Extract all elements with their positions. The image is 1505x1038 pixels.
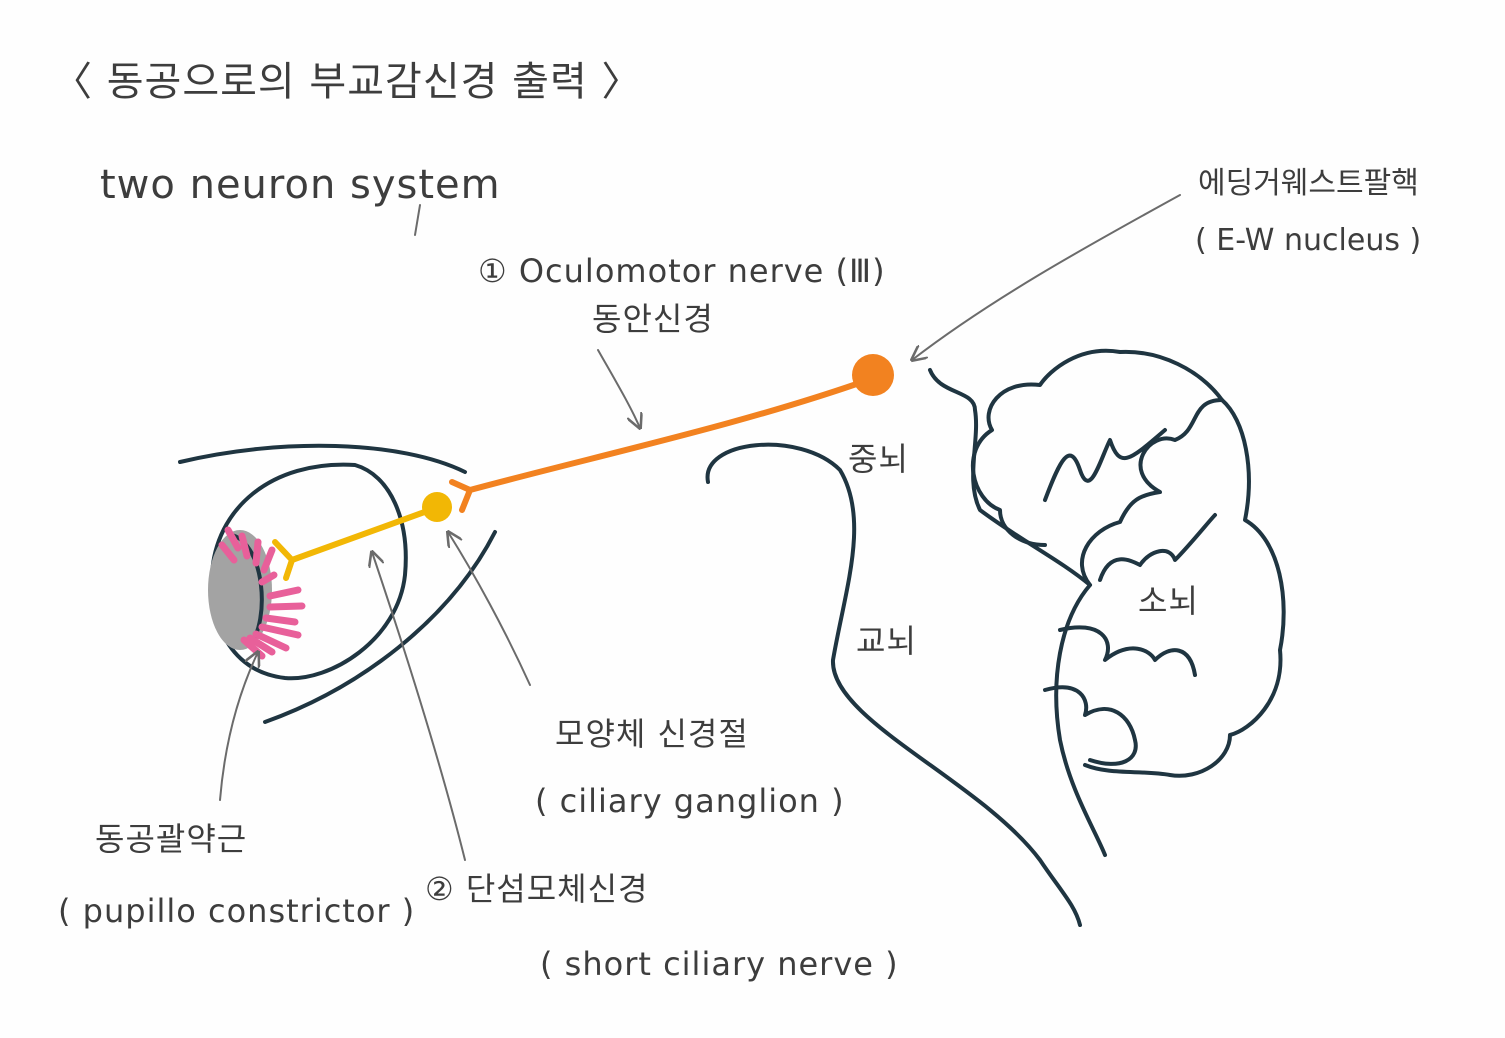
cerebellum-outline <box>971 348 1224 587</box>
ew-nucleus-label-en: ( E-W nucleus ) <box>1195 223 1421 258</box>
sphincter-fibers <box>218 526 306 660</box>
short-ciliary-label-ko: ② 단섬모체신경 <box>425 870 649 908</box>
oculomotor-label-ko: 동안신경 <box>592 300 714 338</box>
short-ciliary-terminal <box>272 539 295 581</box>
short-ciliary-label-en: ( short ciliary nerve ) <box>540 945 899 983</box>
ciliary-ganglion-cell <box>422 492 452 522</box>
pupillo-constrictor-label-ko: 동공괄약근 <box>95 820 247 858</box>
ciliary-ganglion-arrow <box>448 532 531 686</box>
lower-orbit-line <box>263 530 497 724</box>
ciliary-ganglion-label-ko: 모양체 신경절 <box>555 715 749 753</box>
brainstem-anterior <box>705 442 1082 927</box>
pupillo-constrictor-arrow <box>219 652 258 801</box>
eyeball <box>209 462 408 681</box>
oculomotor-nerve-line <box>467 377 871 493</box>
diagram-title: 〈 동공으로의 부교감신경 출력 〉 <box>52 59 642 105</box>
ew-nucleus-cell <box>852 354 894 396</box>
diagram-subtitle: two neuron system <box>100 162 501 208</box>
cerebellum-lower-lobe <box>1083 398 1286 778</box>
short-ciliary-nerve-line <box>289 507 433 563</box>
pons-label: 교뇌 <box>856 622 917 660</box>
midbrain-label: 중뇌 <box>848 440 909 478</box>
subtitle-tick <box>414 204 421 236</box>
upper-orbit-line <box>178 443 467 474</box>
oculomotor-arrow <box>597 349 640 428</box>
ciliary-ganglion-label-en: ( ciliary ganglion ) <box>535 782 845 820</box>
short-ciliary-arrow <box>372 552 466 861</box>
cerebellum-label: 소뇌 <box>1138 582 1199 620</box>
brainstem-posterior <box>928 368 1107 857</box>
pupillo-constrictor-label-en: ( pupillo constrictor ) <box>58 892 415 930</box>
ew-nucleus-label-ko: 에딩거웨스트팔핵 <box>1198 166 1419 201</box>
ew-nucleus-arrow <box>912 194 1181 360</box>
cerebellum-folia <box>1043 428 1217 766</box>
oculomotor-terminal <box>449 479 473 513</box>
oculomotor-label-en: ① Oculomotor nerve (Ⅲ) <box>478 252 886 290</box>
